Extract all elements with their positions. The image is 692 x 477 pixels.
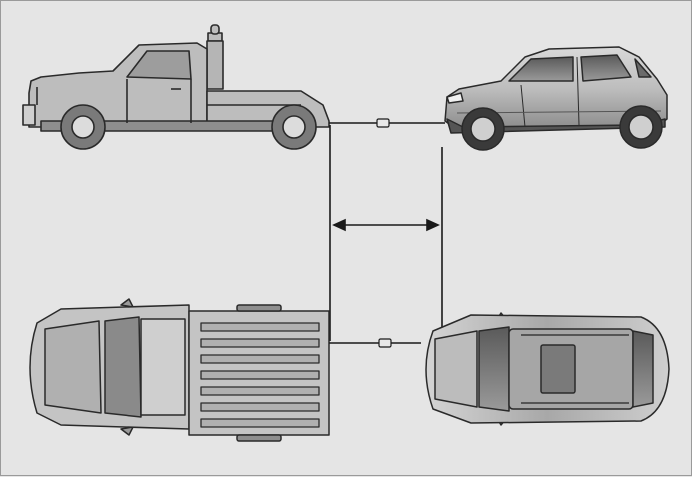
tow-truck-top-icon xyxy=(29,298,330,442)
tow-strap-side xyxy=(329,118,445,128)
tow-truck-side-icon xyxy=(22,24,330,150)
tow-strap-top xyxy=(329,338,421,348)
distance-indicator xyxy=(329,125,443,341)
double-arrow-icon xyxy=(332,218,440,232)
suv-top-icon xyxy=(425,312,670,426)
suv-side-icon xyxy=(444,46,668,151)
